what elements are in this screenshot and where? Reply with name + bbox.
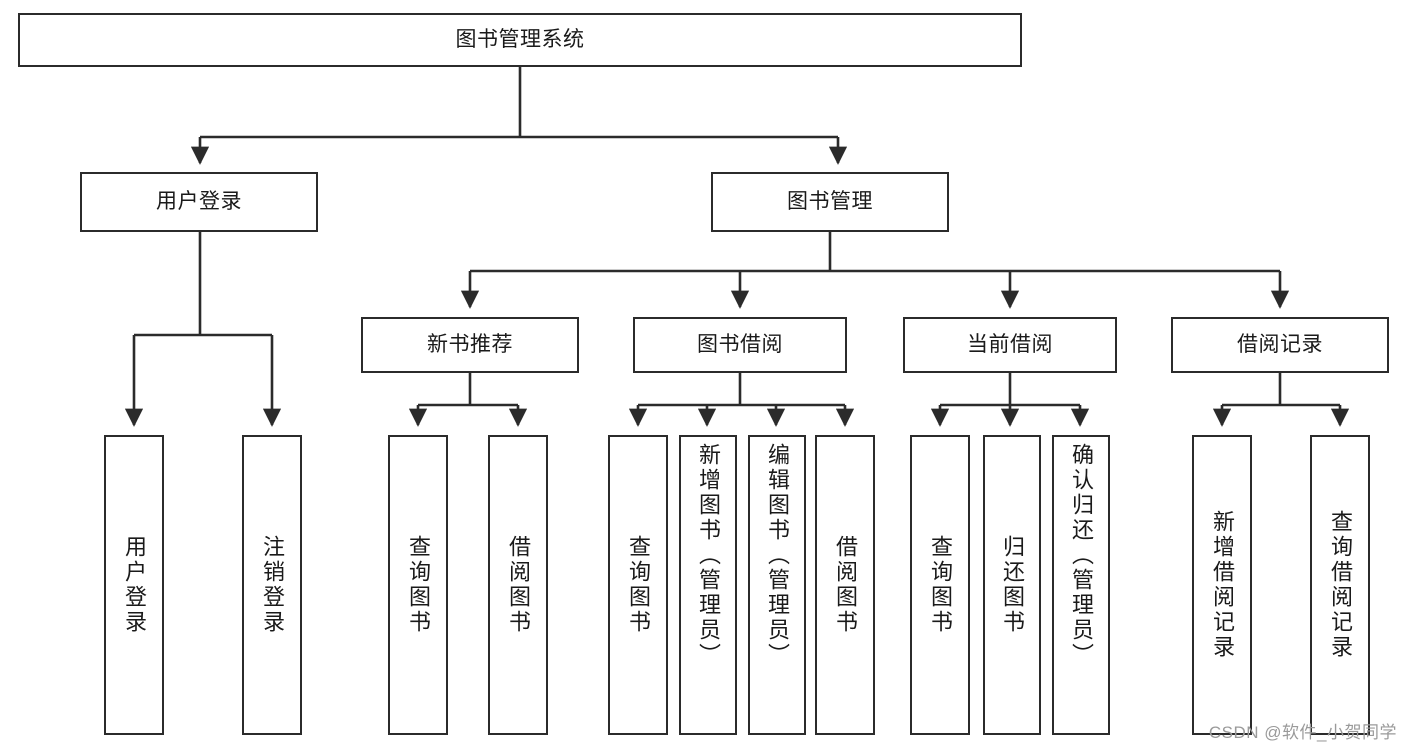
node-label: 用户登录 — [156, 189, 242, 213]
node-label: 新增借阅记录 — [1210, 510, 1235, 660]
leaf-query-borrow-record[interactable]: 查询借阅记录 — [1310, 435, 1370, 735]
node-label: 查询借阅记录 — [1328, 510, 1353, 660]
leaf-query-book-recommend[interactable]: 查询图书 — [388, 435, 448, 735]
node-borrow-record[interactable]: 借阅记录 — [1171, 317, 1389, 373]
leaf-confirm-return-admin[interactable]: 确认归还（管理员） — [1052, 435, 1110, 735]
node-label: 查询图书 — [626, 535, 651, 635]
node-label: 图书管理 — [787, 189, 873, 213]
node-label: 注销登录 — [260, 535, 285, 635]
leaf-user-login[interactable]: 用户登录 — [104, 435, 164, 735]
leaf-add-book-admin[interactable]: 新增图书（管理员） — [679, 435, 737, 735]
node-label: 编辑图书（管理员） — [765, 443, 790, 668]
node-label: 借阅图书 — [833, 535, 858, 635]
node-label: 借阅记录 — [1237, 332, 1323, 356]
node-user-login[interactable]: 用户登录 — [80, 172, 318, 232]
node-label: 查询图书 — [928, 535, 953, 635]
leaf-borrow-book-recommend[interactable]: 借阅图书 — [488, 435, 548, 735]
node-label: 归还图书 — [1000, 535, 1025, 635]
node-label: 新增图书（管理员） — [696, 443, 721, 668]
node-label: 图书借阅 — [697, 332, 783, 356]
node-book-borrow[interactable]: 图书借阅 — [633, 317, 847, 373]
leaf-edit-book-admin[interactable]: 编辑图书（管理员） — [748, 435, 806, 735]
leaf-query-book-borrow[interactable]: 查询图书 — [608, 435, 668, 735]
node-current-borrow[interactable]: 当前借阅 — [903, 317, 1117, 373]
node-label: 新书推荐 — [427, 332, 513, 356]
csdn-watermark: CSDN @软件_小贺同学 — [1208, 723, 1397, 742]
node-label: 用户登录 — [122, 535, 147, 635]
node-label: 确认归还（管理员） — [1069, 443, 1094, 668]
node-book-management[interactable]: 图书管理 — [711, 172, 949, 232]
leaf-add-borrow-record[interactable]: 新增借阅记录 — [1192, 435, 1252, 735]
node-root-system[interactable]: 图书管理系统 — [18, 13, 1022, 67]
leaf-logout[interactable]: 注销登录 — [242, 435, 302, 735]
leaf-query-book-current[interactable]: 查询图书 — [910, 435, 970, 735]
node-new-book-recommend[interactable]: 新书推荐 — [361, 317, 579, 373]
node-label: 查询图书 — [406, 535, 431, 635]
leaf-borrow-book[interactable]: 借阅图书 — [815, 435, 875, 735]
node-label: 当前借阅 — [967, 332, 1053, 356]
node-label: 图书管理系统 — [455, 27, 585, 51]
leaf-return-book[interactable]: 归还图书 — [983, 435, 1041, 735]
node-label: 借阅图书 — [506, 535, 531, 635]
